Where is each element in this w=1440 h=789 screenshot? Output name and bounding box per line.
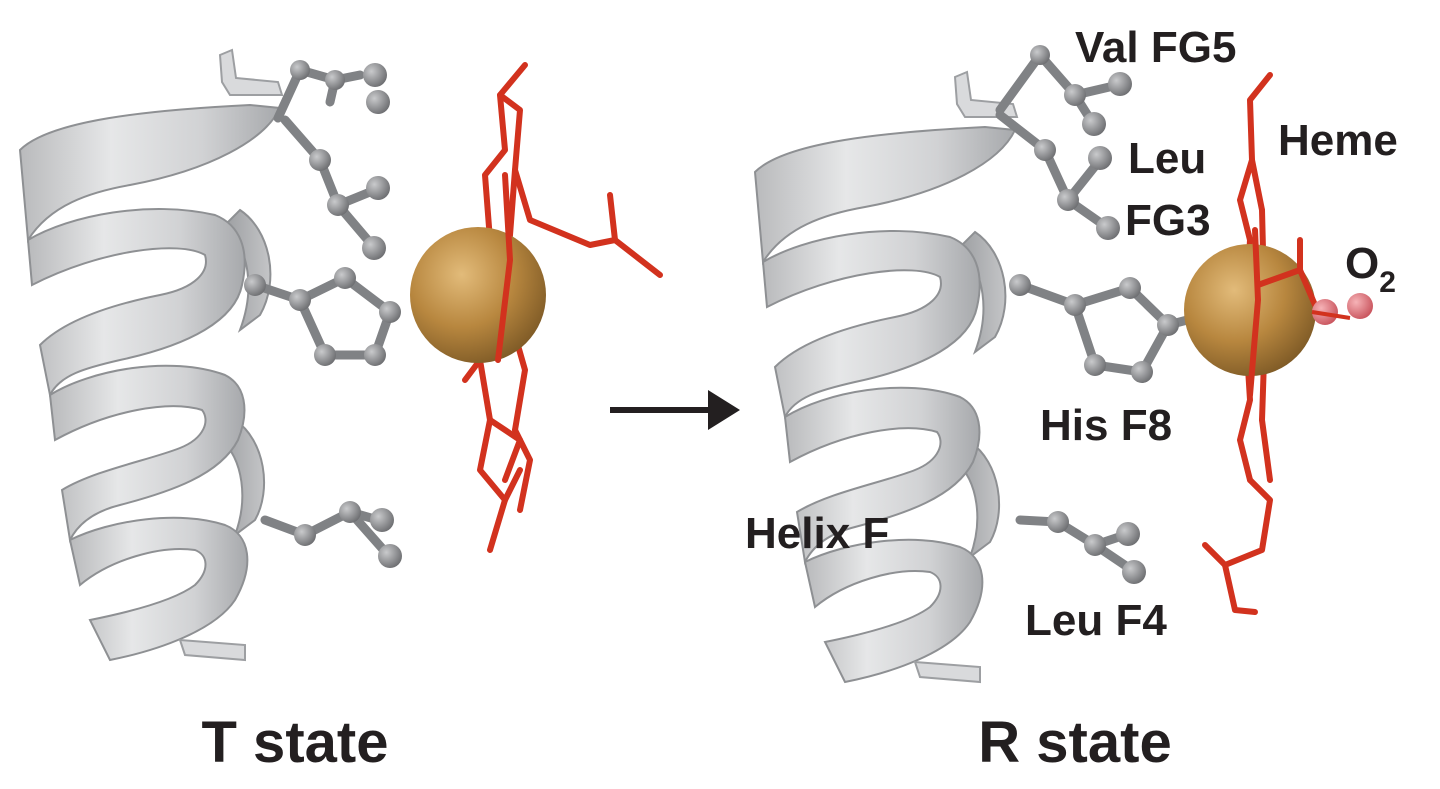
r-leu-f4-atoms [1047, 511, 1146, 584]
r-state-label: R state [978, 710, 1171, 775]
t-iron-atom [410, 227, 546, 363]
r-oxygen-molecule [1312, 293, 1373, 325]
t-leu-fg3-residue [285, 120, 375, 245]
r-state-helix [755, 72, 1017, 682]
label-leu-fg3-line2: FG3 [1125, 196, 1211, 245]
label-leu-f4: Leu F4 [1025, 596, 1167, 645]
label-his-f8: His F8 [1040, 401, 1172, 450]
label-o2-main: O [1345, 239, 1379, 288]
label-o2-sub: 2 [1379, 266, 1396, 299]
t-his-f8-residue [255, 278, 390, 355]
t-val-fg5-atoms [290, 60, 390, 114]
t-leu-f4-residue [265, 512, 388, 555]
t-state-helix [20, 50, 282, 660]
label-heme: Heme [1278, 116, 1398, 165]
r-leu-f4-residue [1020, 520, 1132, 570]
transition-arrow [610, 390, 740, 430]
r-iron-atom [1184, 244, 1316, 376]
label-val-fg5: Val FG5 [1075, 23, 1236, 72]
label-leu-fg3-line1: Leu [1128, 134, 1206, 183]
t-state-panel: T state [20, 50, 660, 775]
t-val-fg5-residue [278, 70, 360, 118]
t-leu-f4-atoms [294, 501, 402, 568]
t-state-label: T state [202, 710, 389, 775]
label-helix-f: Helix F [745, 509, 889, 558]
label-o2: O2 [1345, 239, 1396, 299]
